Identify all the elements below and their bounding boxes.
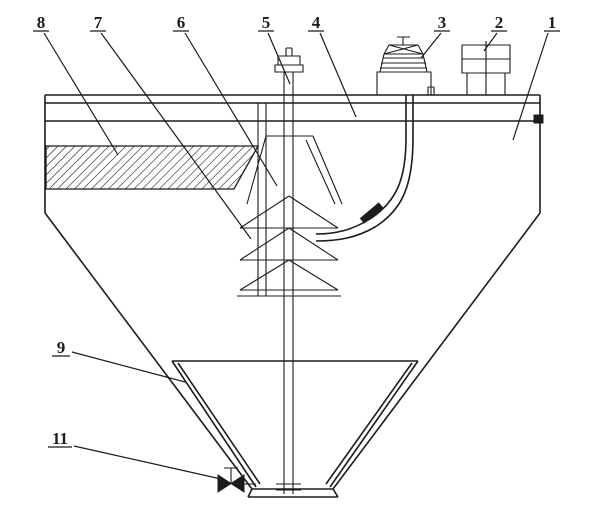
callout-2: 2 (495, 13, 504, 32)
callout-4: 4 (312, 13, 321, 32)
callout-1: 1 (548, 13, 557, 32)
feedwell-structure (237, 103, 343, 297)
callout-5: 5 (262, 13, 271, 32)
discharge-valve (217, 474, 245, 493)
inner-cone (171, 360, 419, 488)
callout-3: 3 (438, 13, 447, 32)
feed-pipe (315, 95, 414, 242)
discharge-valve-stem (224, 467, 256, 485)
deck-weld-mark (533, 114, 544, 124)
callout-leader-lines (43, 32, 549, 480)
drive-motor-unit (376, 36, 432, 96)
callout-9: 9 (57, 338, 66, 357)
deck-fittings (427, 86, 435, 95)
callout-11: 11 (52, 429, 68, 448)
feed-pipe-elbow (359, 202, 384, 224)
callout-6: 6 (177, 13, 186, 32)
hatched-region (45, 145, 260, 190)
callout-underlines (33, 30, 560, 448)
control-box (461, 41, 511, 95)
callout-7: 7 (94, 13, 103, 32)
central-shaft (274, 47, 304, 498)
callout-8: 8 (37, 13, 46, 32)
